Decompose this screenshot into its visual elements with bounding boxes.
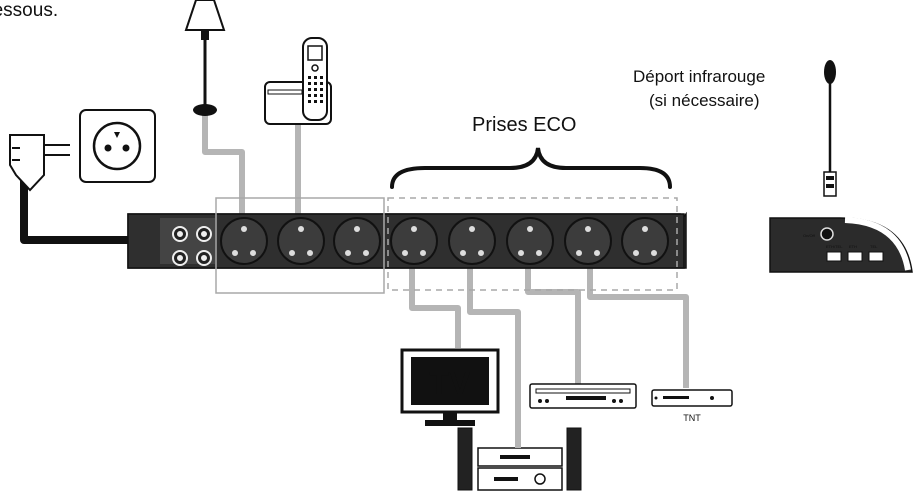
module-port-label: ETH/TEL <box>826 244 843 249</box>
power-strip <box>127 211 687 269</box>
curly-brace <box>390 147 672 189</box>
standard-outlets-box <box>215 197 385 294</box>
dvd-player-icon <box>529 383 637 409</box>
outlet <box>220 217 268 265</box>
plug-icon <box>9 134 70 192</box>
cordless-phone-icon <box>264 37 332 125</box>
tnt-decoder-icon <box>651 389 733 407</box>
eco-outlet <box>390 217 438 265</box>
outlet <box>333 217 381 265</box>
dvd-cable <box>525 268 581 384</box>
module-button-label: On/Off <box>803 233 816 238</box>
power-cord <box>9 109 158 258</box>
tv-label: TV <box>430 365 472 401</box>
eco-outlet <box>448 217 496 265</box>
module-port-label: TEL <box>870 244 878 249</box>
outlets <box>220 217 669 265</box>
tnt-cable <box>587 268 689 388</box>
lamp-icon <box>184 0 226 116</box>
tv-icon <box>400 348 500 426</box>
eco-outlet <box>564 217 612 265</box>
intro-text: ci-dessous. <box>0 0 58 21</box>
ir-label-line2: (si nécessaire) <box>649 91 760 110</box>
ir-label-line1: Déport infrarouge <box>633 67 765 86</box>
ir-module: On/Off ETH/TEL ETH TEL <box>769 60 913 273</box>
prises-eco-label: Prises ECO <box>472 114 576 136</box>
eco-outlet <box>506 217 554 265</box>
lamp-cable <box>202 112 245 218</box>
outlet <box>277 217 325 265</box>
tnt-label: TNT <box>683 413 701 423</box>
module-port-label: ETH <box>849 244 857 249</box>
eco-outlet <box>621 217 669 265</box>
eco-outlets-box <box>387 197 678 291</box>
hifi-system-icon <box>457 427 582 491</box>
tv-cable <box>409 268 461 348</box>
coax-connectors <box>172 226 212 266</box>
wall-socket-icon <box>79 109 156 183</box>
